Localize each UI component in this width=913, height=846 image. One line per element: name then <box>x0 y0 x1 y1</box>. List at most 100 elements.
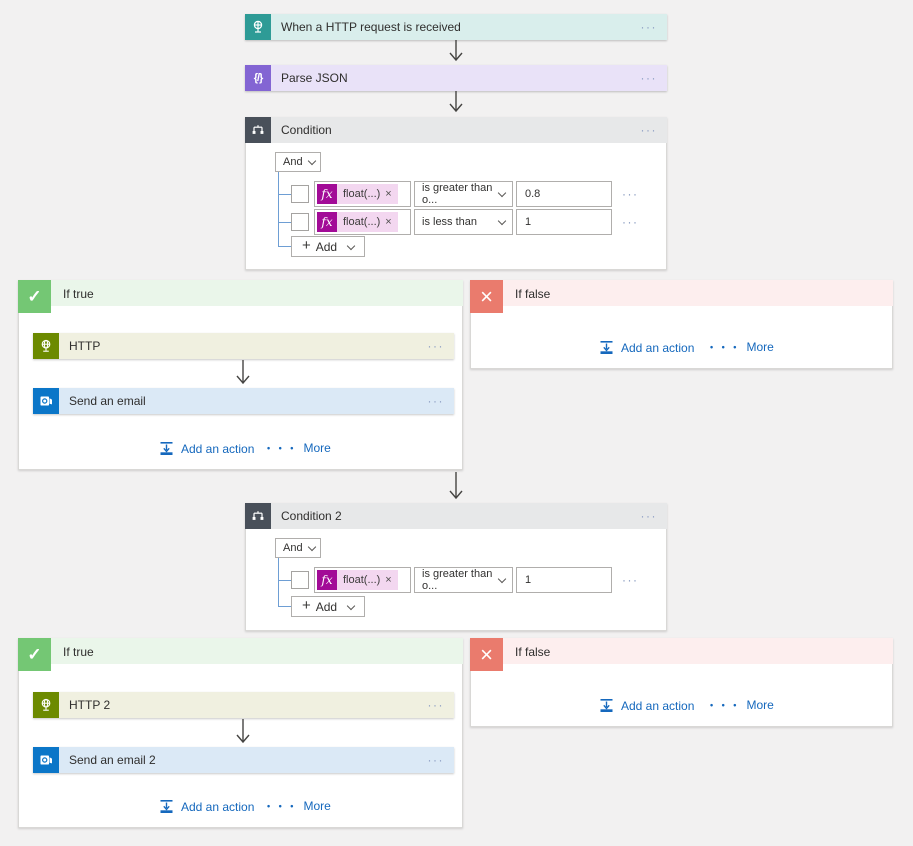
parse-json-icon: {/} <box>245 65 271 91</box>
condition-row-menu-icon[interactable]: ··· <box>622 215 639 229</box>
operator-dropdown[interactable]: is greater than o... <box>414 567 513 593</box>
value-text: 0.8 <box>525 188 541 200</box>
add-action-icon <box>160 800 173 813</box>
add-action-link[interactable]: Add an action <box>159 441 254 456</box>
add-action-link[interactable]: Add an action <box>599 698 694 713</box>
condition-2-header[interactable]: Condition 2 ··· <box>245 503 667 529</box>
if-true-header[interactable] <box>18 638 463 664</box>
if-true-branch: ✓ If true HTTP ··· <box>18 280 463 470</box>
action-card-send-email-2[interactable]: Send an email 2 ··· <box>33 747 454 773</box>
http-request-icon <box>245 14 271 40</box>
condition-tree-line <box>278 222 291 223</box>
condition-row-menu-icon[interactable]: ··· <box>622 573 639 587</box>
condition-tree-line <box>278 246 291 247</box>
http-2-menu-icon[interactable]: ··· <box>427 698 444 712</box>
action-card-http-2[interactable]: HTTP 2 ··· <box>33 692 454 718</box>
connector-arrow <box>449 91 463 113</box>
condition-header[interactable]: Condition ··· <box>245 117 667 143</box>
expression-token[interactable]: fx float(...) × <box>317 570 398 590</box>
operator-dropdown[interactable]: is greater than o... <box>414 181 513 207</box>
condition-tree-line <box>278 580 291 581</box>
more-dots-icon: • • • <box>267 801 297 811</box>
if-true-branch-2: ✓ If true HTTP 2 ··· <box>18 638 463 828</box>
value-text: 1 <box>525 216 532 228</box>
condition-operand-field[interactable]: fx float(...) × <box>314 209 411 235</box>
condition-2-title: Condition 2 <box>281 509 342 523</box>
join-operator-dropdown[interactable]: And <box>275 538 321 558</box>
value-input[interactable]: 0.8 <box>516 181 612 207</box>
value-input[interactable]: 1 <box>516 567 612 593</box>
add-condition-button[interactable]: + Add <box>291 596 365 617</box>
cross-icon: × <box>470 280 503 313</box>
condition-title: Condition <box>281 123 332 137</box>
http-globe-icon <box>33 692 59 718</box>
plus-icon: + <box>301 237 311 254</box>
condition-row-checkbox[interactable] <box>291 185 309 203</box>
if-false-header[interactable] <box>470 638 893 664</box>
more-link[interactable]: • • • More <box>710 698 774 712</box>
more-label: More <box>746 698 774 712</box>
trigger-card-http-request[interactable]: When a HTTP request is received ··· <box>245 14 667 40</box>
expression-token[interactable]: fx float(...) × <box>317 212 398 232</box>
add-action-label: Add an action <box>621 340 695 355</box>
expression-token[interactable]: fx float(...) × <box>317 184 398 204</box>
condition-operand-field[interactable]: fx float(...) × <box>314 567 411 593</box>
add-action-label: Add an action <box>181 441 255 456</box>
operator-dropdown[interactable]: is less than <box>414 209 513 235</box>
check-icon: ✓ <box>18 638 51 671</box>
outlook-icon <box>33 747 59 773</box>
token-label: float(...) <box>343 188 381 200</box>
condition-row-checkbox[interactable] <box>291 213 309 231</box>
condition-icon <box>245 503 271 529</box>
connector-arrow <box>236 719 250 744</box>
condition-icon <box>245 117 271 143</box>
condition-tree-line <box>278 194 291 195</box>
if-false-branch-2: × If false Add an action • • • More <box>470 638 893 727</box>
http-globe-icon <box>33 333 59 359</box>
chevron-down-icon <box>497 216 507 226</box>
action-card-http[interactable]: HTTP ··· <box>33 333 454 359</box>
add-action-icon <box>160 442 173 455</box>
action-card-parse-json[interactable]: {/} Parse JSON ··· <box>245 65 667 91</box>
token-remove-icon[interactable]: × <box>385 574 392 586</box>
http-title: HTTP <box>69 339 101 353</box>
condition-menu-icon[interactable]: ··· <box>640 123 657 137</box>
parse-json-menu-icon[interactable]: ··· <box>640 71 657 85</box>
condition-operand-field[interactable]: fx float(...) × <box>314 181 411 207</box>
chevron-down-icon <box>346 241 356 250</box>
if-false-header[interactable] <box>470 280 893 306</box>
add-action-link[interactable]: Add an action <box>159 799 254 814</box>
more-link[interactable]: • • • More <box>267 799 331 813</box>
http-menu-icon[interactable]: ··· <box>427 339 444 353</box>
if-true-header[interactable] <box>18 280 463 306</box>
token-remove-icon[interactable]: × <box>385 216 392 228</box>
condition-block: Condition ··· And fx float(...) × is gre… <box>245 117 667 270</box>
check-icon: ✓ <box>18 280 51 313</box>
action-card-send-email[interactable]: Send an email ··· <box>33 388 454 414</box>
chevron-down-icon <box>307 156 316 166</box>
add-action-link[interactable]: Add an action <box>599 340 694 355</box>
more-link[interactable]: • • • More <box>267 441 331 455</box>
token-label: float(...) <box>343 574 381 586</box>
operator-label: is greater than o... <box>422 182 493 206</box>
condition-row-checkbox[interactable] <box>291 571 309 589</box>
token-remove-icon[interactable]: × <box>385 188 392 200</box>
token-label: float(...) <box>343 216 381 228</box>
fx-icon: fx <box>317 570 337 590</box>
add-condition-button[interactable]: + Add <box>291 236 365 257</box>
more-link[interactable]: • • • More <box>710 340 774 354</box>
send-email-2-menu-icon[interactable]: ··· <box>427 753 444 767</box>
if-false-branch: × If false Add an action • • • More <box>470 280 893 369</box>
condition-2-menu-icon[interactable]: ··· <box>640 509 657 523</box>
value-input[interactable]: 1 <box>516 209 612 235</box>
trigger-menu-icon[interactable]: ··· <box>640 20 657 34</box>
send-email-menu-icon[interactable]: ··· <box>427 394 444 408</box>
join-operator-dropdown[interactable]: And <box>275 152 321 172</box>
condition-2-block: Condition 2 ··· And fx float(...) × is g… <box>245 503 667 631</box>
add-button-label: Add <box>315 599 338 614</box>
condition-row-menu-icon[interactable]: ··· <box>622 187 639 201</box>
connector-arrow <box>236 360 250 385</box>
chevron-down-icon <box>497 188 507 198</box>
send-email-title: Send an email <box>69 394 146 408</box>
